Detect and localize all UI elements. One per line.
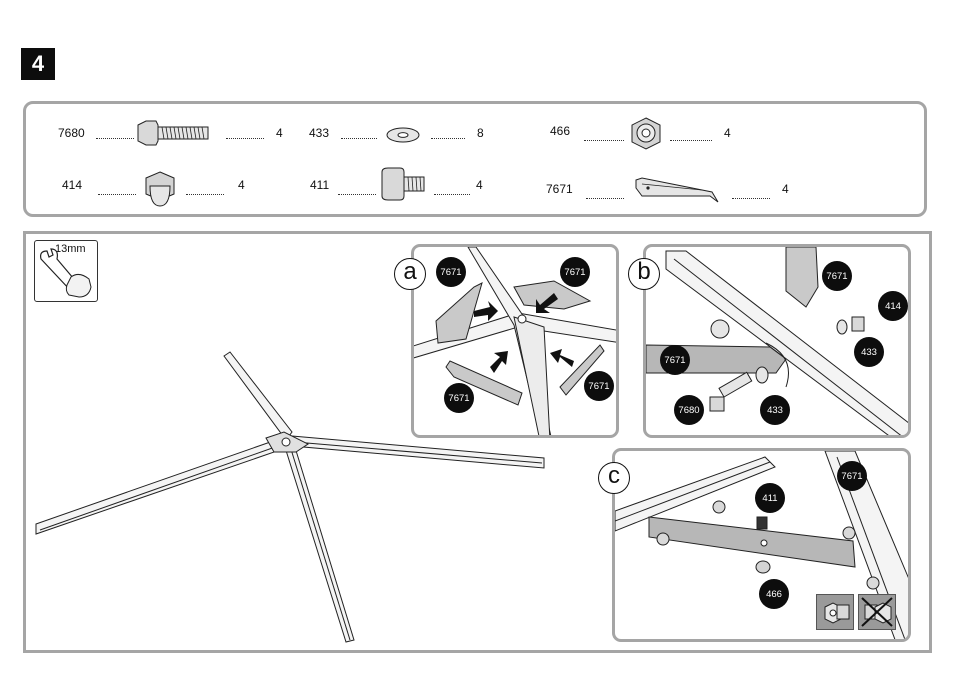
part-quantity: 8 (477, 126, 484, 140)
bracket-icon (635, 177, 719, 203)
part-code: 7680 (58, 126, 85, 140)
part-433: 433 8 (309, 118, 509, 148)
square-neck-bolt-icon (381, 167, 425, 201)
detail-c-label: c (598, 462, 630, 494)
lock-nut-icon (631, 117, 661, 150)
part-quantity: 4 (276, 126, 283, 140)
detail-b-callout-3: 7671 (660, 345, 690, 375)
part-7671: 7671 4 (546, 174, 796, 204)
part-quantity: 4 (238, 178, 245, 192)
part-quantity: 4 (476, 178, 483, 192)
detail-c-drawing (615, 451, 908, 639)
detail-a-panel: 7671 7671 7671 7671 (411, 244, 619, 438)
detail-a-drawing (414, 247, 616, 435)
detail-b-panel: 7671 414 7671 433 7680 433 (643, 244, 911, 438)
tool-indicator: 13mm (34, 240, 98, 302)
assembly-illustration-area (23, 231, 932, 653)
incorrect-orientation-icon (858, 594, 896, 630)
part-code: 414 (62, 178, 83, 192)
part-411: 411 4 (310, 167, 510, 201)
step-number-badge: 4 (21, 48, 55, 80)
part-414: 414 4 (62, 170, 262, 207)
detail-b-callout-4: 433 (854, 337, 884, 367)
detail-b-callout-6: 433 (760, 395, 790, 425)
detail-a-callout-2: 7671 (560, 257, 590, 287)
part-quantity: 4 (724, 126, 731, 140)
part-7680: 7680 4 (58, 118, 283, 148)
cap-nut-icon (145, 171, 175, 207)
correct-orientation-icon (816, 594, 854, 630)
part-quantity: 4 (782, 182, 789, 196)
part-code: 466 (550, 124, 571, 138)
part-code: 433 (309, 126, 330, 140)
bolt-icon (137, 120, 209, 146)
detail-c-callout-2: 7671 (837, 461, 867, 491)
detail-a-callout-4: 7671 (584, 371, 614, 401)
part-code: 7671 (546, 182, 573, 196)
detail-a-callout-1: 7671 (436, 257, 466, 287)
detail-b-callout-1: 7671 (822, 261, 852, 291)
part-466: 466 4 (550, 116, 770, 150)
wrench-icon (40, 248, 92, 298)
washer-icon (386, 127, 420, 143)
detail-b-callout-2: 414 (878, 291, 908, 321)
part-code: 411 (310, 178, 330, 192)
detail-c-callout-1: 411 (755, 483, 785, 513)
detail-b-label: b (628, 258, 660, 290)
parts-list: 7680 4 433 8 466 (23, 101, 927, 217)
detail-b-callout-5: 7680 (674, 395, 704, 425)
detail-a-callout-3: 7671 (444, 383, 474, 413)
detail-a-label: a (394, 258, 426, 290)
wrench-size-label: 13mm (55, 243, 86, 255)
detail-c-callout-3: 466 (759, 579, 789, 609)
